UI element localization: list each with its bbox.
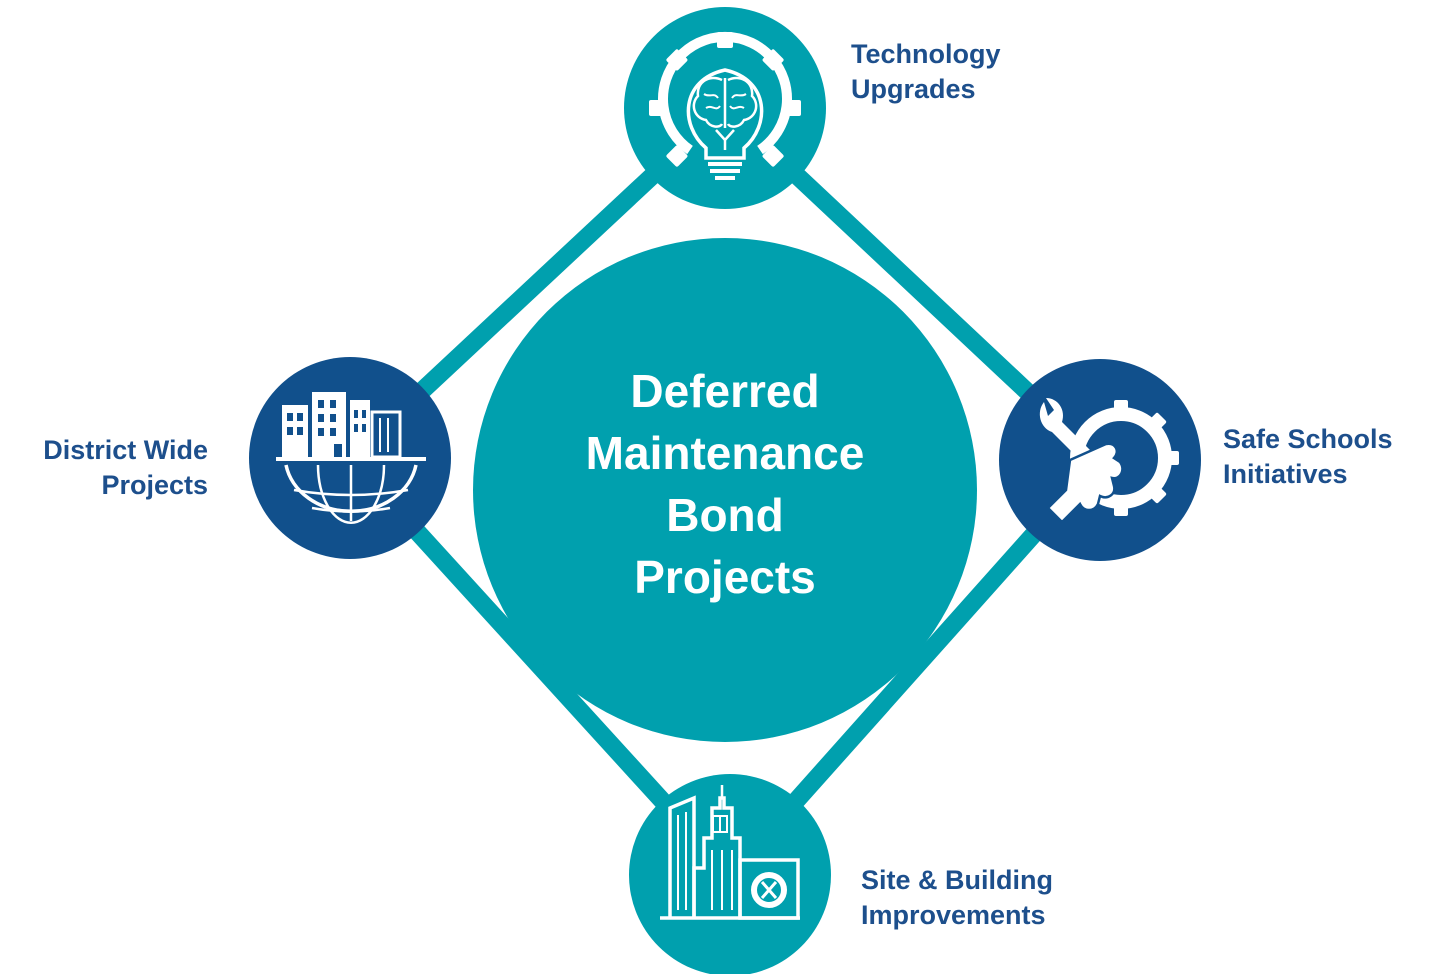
buildings-globe-icon <box>276 392 426 524</box>
label-district-line-1: District Wide <box>43 435 208 465</box>
label-safe-schools-line-1: Safe Schools <box>1223 424 1393 454</box>
center-circle <box>473 238 977 742</box>
hand-wrench-gear-icon <box>1039 398 1179 524</box>
label-technology: Technology Upgrades <box>851 37 1001 107</box>
label-site-building: Site & Building Improvements <box>861 863 1053 933</box>
center-title-line-2: Maintenance <box>585 427 865 479</box>
label-technology-line-2: Upgrades <box>851 74 976 104</box>
node-safe-schools <box>999 359 1201 561</box>
center-title: Deferred Maintenance Bond Projects <box>490 360 960 608</box>
label-district-line-2: Projects <box>101 470 208 500</box>
center-title-line-3: Bond <box>666 489 784 541</box>
label-district: District Wide Projects <box>8 433 208 503</box>
gear-lightbulb-brain-icon <box>649 31 801 180</box>
node-district <box>249 357 451 559</box>
label-technology-line-1: Technology <box>851 39 1001 69</box>
node-site-building <box>629 774 831 974</box>
label-safe-schools: Safe Schools Initiatives <box>1223 422 1393 492</box>
label-site-building-line-1: Site & Building <box>861 865 1053 895</box>
center-title-line-1: Deferred <box>630 365 820 417</box>
label-site-building-line-2: Improvements <box>861 900 1046 930</box>
center-title-line-4: Projects <box>634 551 816 603</box>
buildings-gear-icon <box>660 785 800 920</box>
node-technology <box>624 7 826 209</box>
label-safe-schools-line-2: Initiatives <box>1223 459 1348 489</box>
node-site-building-circle <box>629 774 831 974</box>
